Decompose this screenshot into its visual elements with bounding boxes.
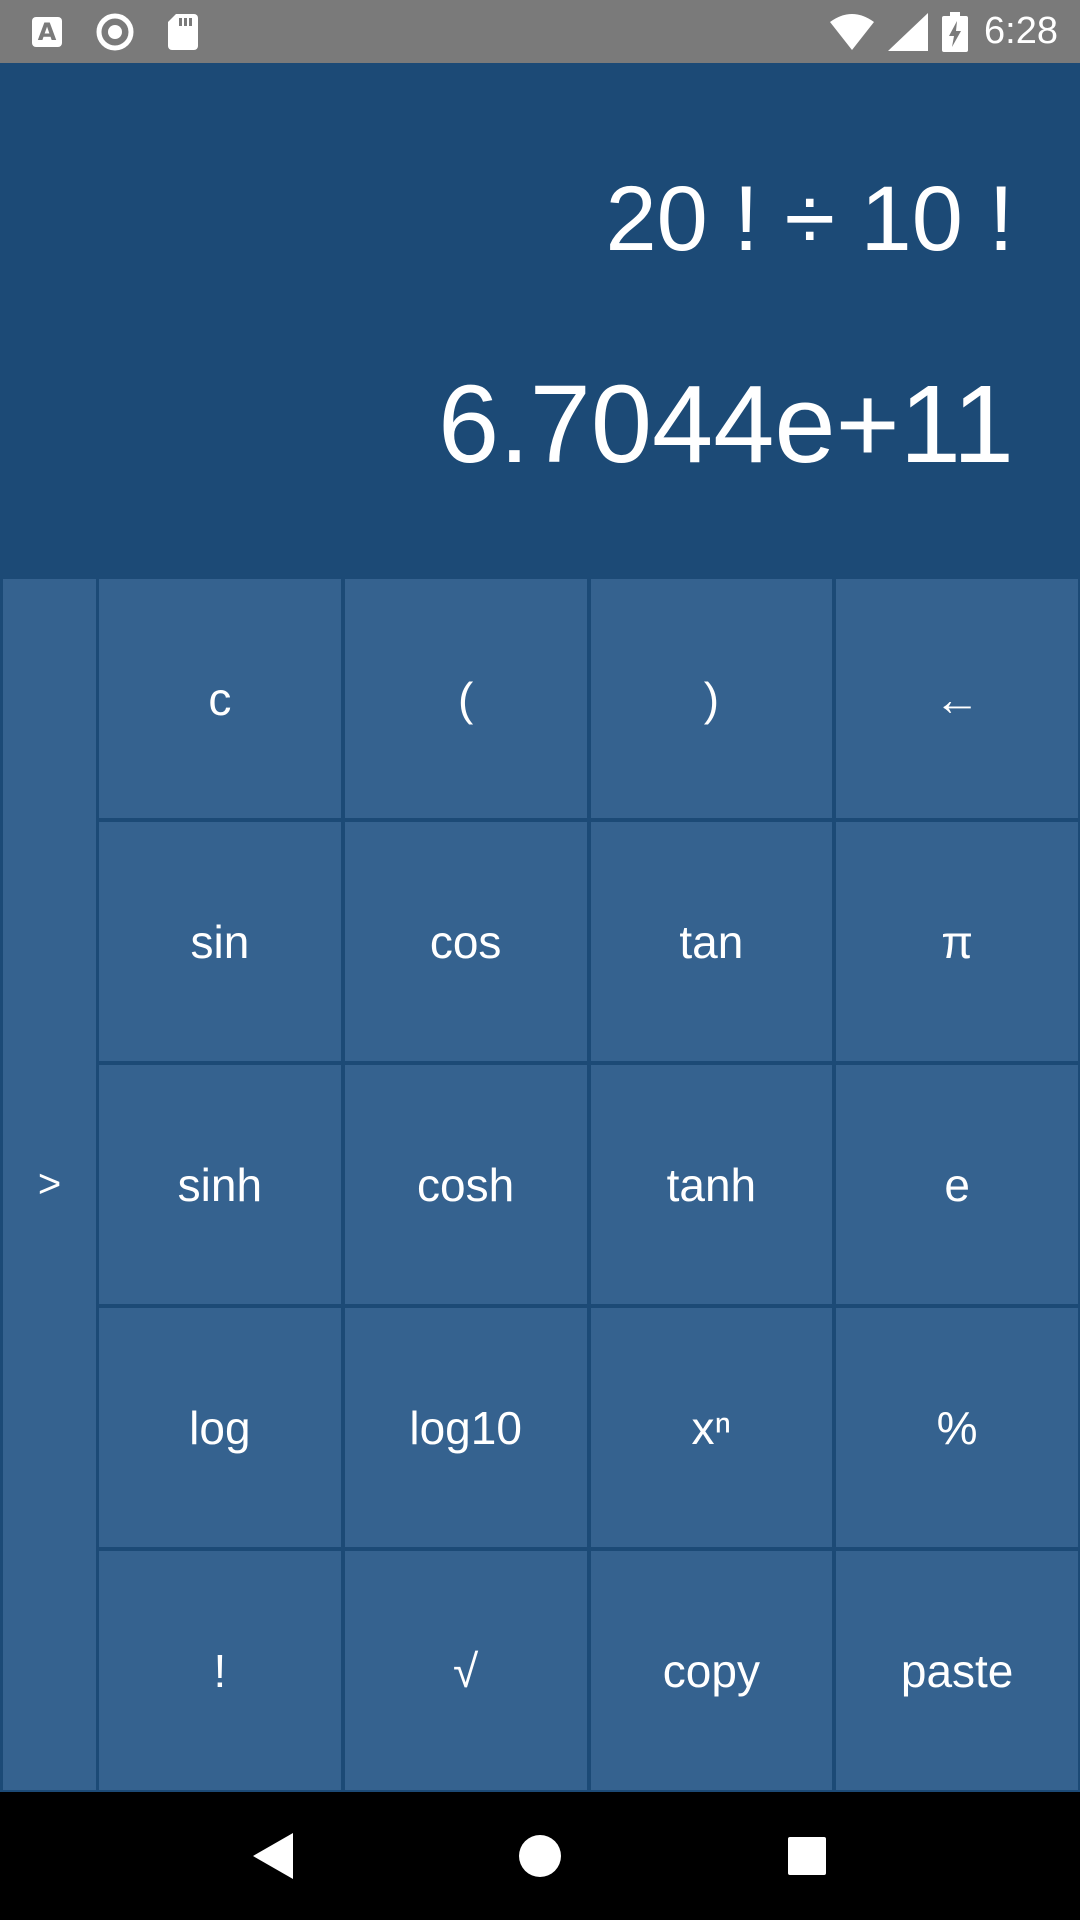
clear-button[interactable]: c — [99, 579, 341, 818]
paste-button[interactable]: paste — [836, 1551, 1078, 1790]
navigation-bar — [0, 1792, 1080, 1920]
calculator-display: 20 ! ÷ 10 ! 6.7044e+11 — [0, 63, 1080, 577]
e-constant-button[interactable]: e — [836, 1065, 1078, 1304]
basic-keypad-toggle-button[interactable]: > — [3, 579, 96, 1790]
backspace-button[interactable]: ← — [836, 579, 1078, 818]
copy-button[interactable]: copy — [590, 1551, 833, 1790]
cos-button[interactable]: cos — [344, 822, 587, 1061]
status-right: 6:28 — [816, 10, 1058, 53]
log10-button[interactable]: log10 — [344, 1308, 587, 1547]
sinh-button[interactable]: sinh — [99, 1065, 341, 1304]
open-paren-button[interactable]: ( — [344, 579, 587, 818]
pi-button[interactable]: π — [836, 822, 1078, 1061]
status-left: A — [32, 13, 232, 51]
factorial-button[interactable]: ! — [99, 1551, 341, 1790]
cosh-button[interactable]: cosh — [344, 1065, 587, 1304]
close-paren-button[interactable]: ) — [590, 579, 833, 818]
tan-button[interactable]: tan — [590, 822, 833, 1061]
back-button[interactable] — [243, 1826, 303, 1886]
sd-card-icon — [168, 13, 198, 50]
percent-button[interactable]: % — [836, 1308, 1078, 1547]
a-notification-icon: A — [32, 16, 62, 47]
recents-button[interactable] — [777, 1826, 837, 1886]
scientific-keypad-grid: c ( ) ← sin cos tan π sinh cosh tanh e l… — [99, 579, 1078, 1790]
status-time: 6:28 — [984, 10, 1058, 52]
battery-charging-icon — [942, 11, 969, 52]
log-button[interactable]: log — [99, 1308, 341, 1547]
result-text: 6.7044e+11 — [437, 363, 1014, 486]
sqrt-button[interactable]: √ — [344, 1551, 587, 1790]
keypad: > c ( ) ← sin cos tan π sinh cosh tanh e… — [0, 577, 1080, 1792]
signal-icon — [888, 12, 929, 51]
home-button[interactable] — [510, 1826, 570, 1886]
power-button[interactable]: xⁿ — [590, 1308, 833, 1547]
home-icon — [518, 1835, 561, 1877]
recents-icon — [787, 1837, 826, 1875]
back-icon — [253, 1833, 294, 1879]
wifi-icon — [830, 13, 875, 50]
sin-button[interactable]: sin — [99, 822, 341, 1061]
expression-text[interactable]: 20 ! ÷ 10 ! — [605, 168, 1014, 270]
record-icon — [96, 13, 134, 50]
status-bar: A 6:28 — [0, 0, 1080, 63]
tanh-button[interactable]: tanh — [590, 1065, 833, 1304]
